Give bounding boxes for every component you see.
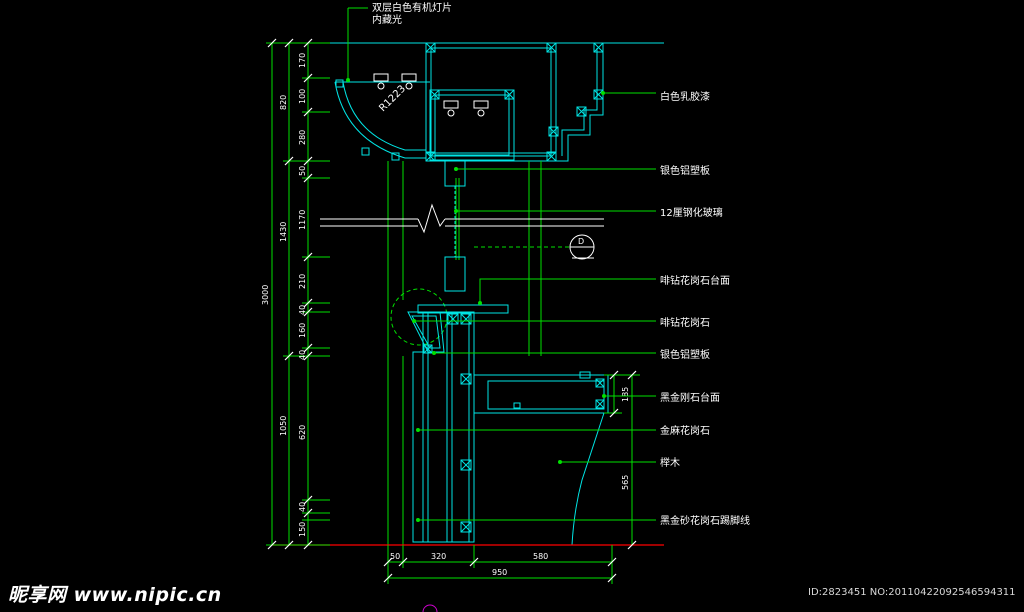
- radius-label: R1223: [377, 83, 408, 114]
- dim-inner: 210: [298, 274, 307, 289]
- leader-lines: [347, 7, 656, 521]
- dim-bottom-total: 950: [492, 568, 507, 577]
- label-black-gold-top: 黑金刚石台面: [660, 391, 720, 404]
- dim-overall-height: 3000: [261, 285, 270, 305]
- watermark: 昵享网 www.nipic.cn: [8, 584, 222, 606]
- label-golden-granite: 金麻花岗石: [660, 424, 710, 437]
- bottom-dim-ticks: [383, 557, 617, 583]
- dim-inner: 280: [298, 130, 307, 145]
- dim-inner: 170: [298, 53, 307, 68]
- label-tempered-glass: 12厘钢化玻璃: [660, 206, 723, 219]
- stray-mark: [422, 604, 438, 612]
- section-mark-label: D: [578, 237, 584, 246]
- glass-clamp: [444, 160, 466, 292]
- counter-structure: [407, 304, 609, 546]
- left-dim-lines: [266, 42, 330, 546]
- label-white-latex: 白色乳胶漆: [660, 90, 710, 103]
- label-skirting: 黑金砂花岗石踢脚线: [660, 514, 750, 527]
- dim-inner: 40: [298, 502, 307, 512]
- ceiling-anchors: [335, 42, 604, 162]
- vertical-structure: [387, 161, 542, 545]
- dim-inner: 1170: [298, 210, 307, 230]
- dim-bottom-320: 320: [431, 552, 446, 561]
- label-beech: 榉木: [660, 456, 680, 469]
- dim-inner: 50: [298, 166, 307, 176]
- top-note-line2: 内藏光: [372, 13, 402, 26]
- label-silver-panel-1: 银色铝塑板: [660, 164, 710, 177]
- dim-820: 820: [279, 95, 288, 110]
- dim-1050: 1050: [279, 416, 288, 436]
- dim-inner: 40: [298, 305, 307, 315]
- dim-inner: 160: [298, 323, 307, 338]
- leader-dots: [346, 78, 606, 522]
- counter-anchors: [423, 313, 605, 533]
- ceiling-structure: [310, 42, 664, 162]
- right-dim-lines: [604, 374, 640, 545]
- section-mark: D: [474, 234, 595, 260]
- glass-band: [320, 203, 604, 234]
- dim-bottom-580: 580: [533, 552, 548, 561]
- label-granite-top: 啡钻花岗石台面: [660, 274, 730, 287]
- top-note-line1: 双层白色有机灯片: [372, 1, 452, 14]
- left-dim-ticks: [267, 38, 313, 550]
- right-dim-ticks: [609, 370, 637, 550]
- dim-565: 565: [621, 475, 630, 490]
- image-id: ID:2823451 NO:20110422092546594311: [808, 587, 1016, 598]
- dim-bottom-50: 50: [390, 552, 400, 561]
- dim-inner: 40: [298, 350, 307, 360]
- label-granite: 啡钻花岗石: [660, 316, 710, 329]
- dim-1430: 1430: [279, 222, 288, 242]
- label-silver-panel-2: 银色铝塑板: [660, 348, 710, 361]
- dim-inner: 620: [298, 425, 307, 440]
- bottom-dim-lines: [387, 545, 613, 584]
- dim-inner: 150: [298, 522, 307, 537]
- light-fixtures: [373, 73, 489, 117]
- dim-inner: 100: [298, 89, 307, 104]
- dim-185: 185: [621, 387, 630, 402]
